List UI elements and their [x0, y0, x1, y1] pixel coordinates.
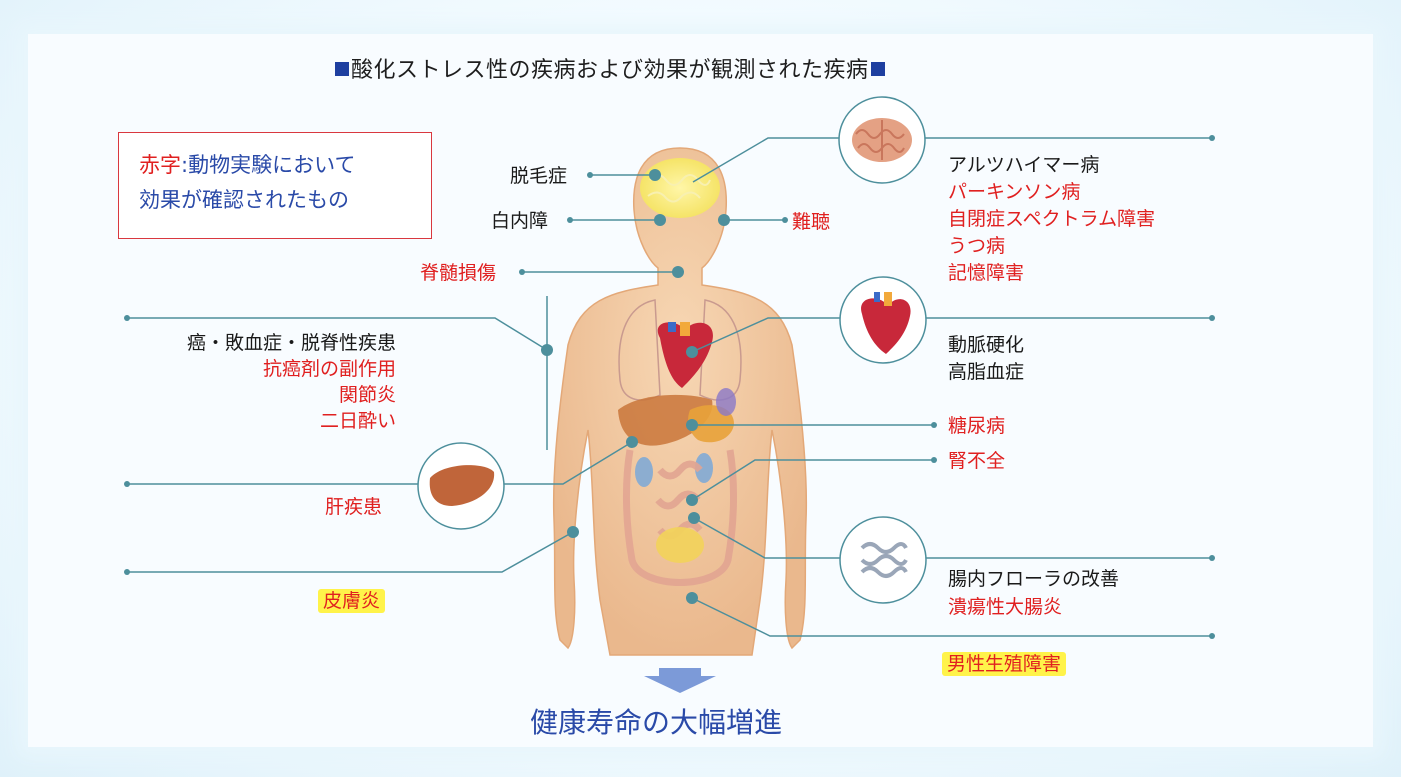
- liver-in-body: [618, 394, 713, 446]
- label-arteriosclerosis: 動脈硬化: [948, 334, 1025, 356]
- line-heart: [691, 317, 1212, 353]
- label-depression: うつ病: [948, 235, 1006, 257]
- bladder-in-body: [656, 527, 704, 563]
- spleen-in-body: [716, 388, 736, 416]
- connector-lines: [127, 137, 1212, 637]
- brain-circle: [838, 96, 926, 184]
- line-left-group: [127, 317, 548, 351]
- kidney-right: [695, 453, 713, 483]
- label-hangover: 二日酔い: [319, 410, 396, 432]
- line-renal: [691, 459, 934, 501]
- label-anticancer-side-effects: 抗癌剤の副作用: [262, 358, 396, 380]
- label-diabetes: 糖尿病: [948, 415, 1006, 437]
- title-text: 酸化ストレス性の疾病および効果が観測された疾病: [351, 58, 869, 83]
- label-hyperlipidemia: 高脂血症: [948, 361, 1025, 383]
- label-gut-flora: 腸内フローラの改善: [948, 568, 1120, 590]
- legend-line2: 効果が確認されたもの: [139, 188, 349, 212]
- line-gut: [693, 517, 1212, 559]
- kidney-left: [635, 457, 653, 487]
- legend-box: 赤字:動物実験において 効果が確認されたもの: [118, 132, 432, 239]
- label-ulcerative-colitis: 潰瘍性大腸炎: [948, 596, 1063, 618]
- brain-illustration: [640, 158, 720, 218]
- bottom-conclusion: 健康寿命の大幅増進: [530, 706, 783, 739]
- square-bullet-icon: [335, 62, 349, 76]
- connector-dots: [124, 135, 1215, 639]
- label-arthritis: 関節炎: [338, 384, 396, 406]
- label-liver-disease: 肝疾患: [325, 496, 383, 518]
- line-liver: [127, 441, 633, 485]
- line-skin: [127, 531, 574, 573]
- legend-red-word: 赤字: [139, 153, 181, 177]
- intestine-circle: [839, 516, 927, 604]
- heart-circle: [839, 276, 927, 364]
- liver-circle: [417, 442, 505, 530]
- heart-in-body: [657, 322, 713, 388]
- label-autism-spectrum: 自閉症スペクトラム障害: [948, 208, 1156, 230]
- label-male-reproductive: 男性生殖障害: [942, 652, 1067, 676]
- bottom-arrow-icon: [644, 668, 716, 693]
- line-brain: [692, 137, 1212, 183]
- label-dermatitis: 皮膚炎: [318, 589, 386, 613]
- diagram-title: 酸化ストレス性の疾病および効果が観測された疾病: [333, 58, 887, 84]
- label-renal-failure: 腎不全: [948, 450, 1006, 472]
- line-reproductive: [691, 597, 1212, 637]
- label-hearing-loss: 難聴: [792, 211, 831, 233]
- label-memory-disorder: 記憶障害: [948, 262, 1025, 284]
- label-alopecia: 脱毛症: [510, 165, 568, 187]
- legend-line1-text: :動物実験において: [181, 153, 356, 177]
- legend-line1: 赤字:動物実験において: [139, 151, 355, 179]
- label-cancer-group: 癌・敗血症・脱脊性疾患: [186, 332, 396, 354]
- label-parkinsons: パーキンソン病: [948, 181, 1081, 203]
- label-cataract: 白内障: [491, 210, 549, 232]
- label-alzheimers: アルツハイマー病: [948, 154, 1100, 176]
- square-bullet-icon: [870, 62, 885, 76]
- label-spinal-cord-injury: 脊髄損傷: [420, 262, 497, 284]
